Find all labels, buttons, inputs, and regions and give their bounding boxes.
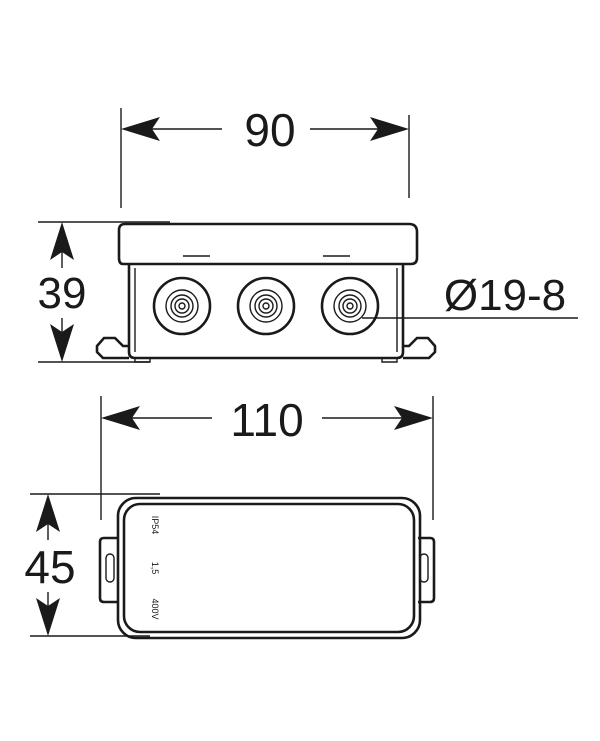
mounting-lug-left	[98, 536, 118, 604]
box-top-outline	[116, 496, 422, 640]
dimension-width-top: 90	[120, 104, 410, 208]
voltage-text: 400V	[150, 598, 160, 619]
ip-rating-text: IP54	[150, 516, 160, 535]
lid-label: IP54 1,5 400V	[150, 516, 160, 620]
cable-gland-3	[320, 276, 380, 336]
dimension-label-39: 39	[38, 269, 87, 318]
box-body	[127, 264, 405, 360]
dimension-label-45: 45	[24, 541, 75, 593]
mounting-foot-right	[381, 336, 437, 363]
mounting-foot-left	[95, 336, 151, 363]
dimension-height-side: 39	[38, 221, 170, 363]
dimension-label-90: 90	[244, 104, 295, 156]
gland-diameter-callout: Ø19-8	[362, 271, 578, 320]
dimension-label-110: 110	[230, 394, 303, 446]
dimension-depth-side: 45	[24, 493, 160, 637]
gland-diameter-label: Ø19-8	[444, 271, 566, 320]
box-lid	[117, 222, 419, 266]
box-top-lid	[122, 502, 416, 634]
front-view: 90 39	[38, 104, 578, 363]
dimension-length-bottom: 110	[100, 394, 434, 520]
cross-section-text: 1,5	[150, 562, 160, 575]
cable-gland-1	[152, 276, 212, 336]
cable-gland-2	[236, 276, 296, 336]
top-view: 110 45 IP54 1,5 400V	[24, 394, 436, 640]
